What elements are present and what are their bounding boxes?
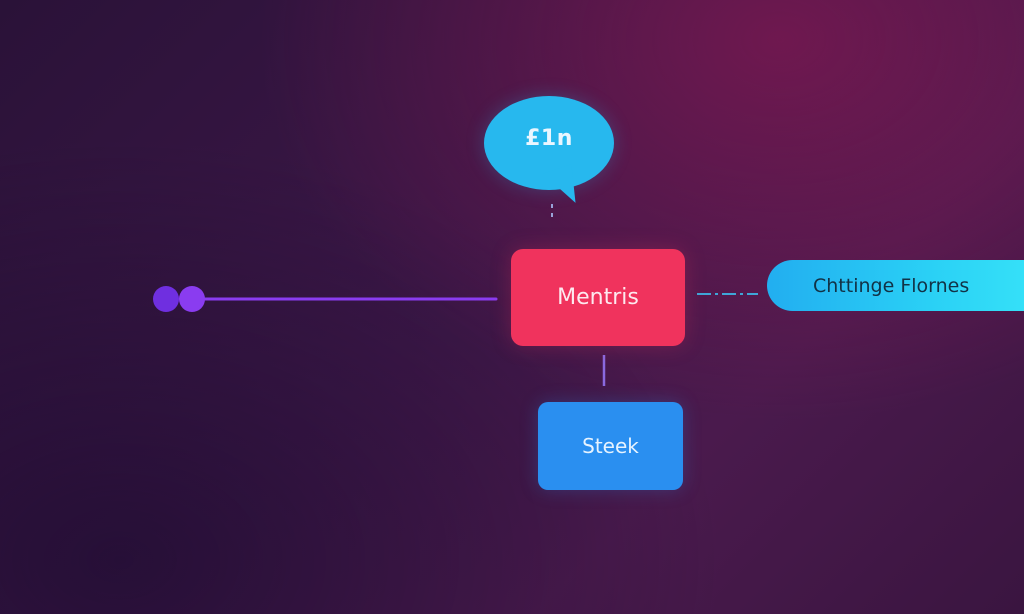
left-endpoint-dot-secondary [179, 286, 205, 312]
right-node: Chttinge Flornes [767, 260, 1024, 311]
center-node-label: Mentris [557, 285, 639, 310]
bottom-node-label: Steek [582, 434, 639, 458]
center-node: Mentris [511, 249, 685, 346]
left-endpoint-dot [153, 286, 179, 312]
bottom-node: Steek [538, 402, 683, 490]
right-node-label: Chttinge Flornes [813, 274, 970, 297]
speech-bubble-node [484, 96, 614, 190]
speech-bubble-label: £1n [525, 126, 573, 151]
